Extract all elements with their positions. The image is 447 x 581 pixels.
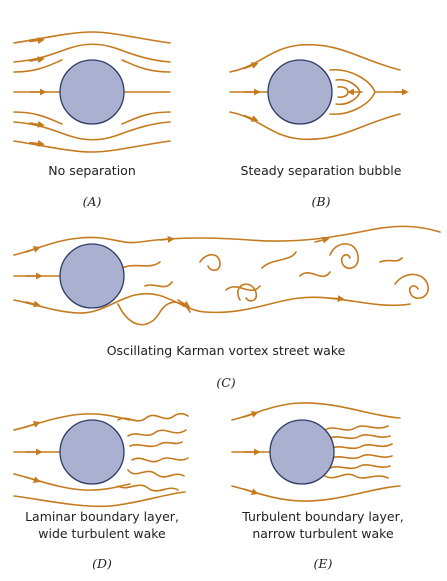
streamline [13,225,441,256]
vortex-swirl [394,273,429,299]
separation-bubble [329,69,376,115]
cylinder [59,419,125,485]
panel-d-caption-line2: wide turbulent wake [38,526,166,541]
turbulent-wake [117,484,179,492]
panel-b-caption: Steady separation bubble [241,163,402,178]
vortex-swirl [237,283,258,302]
cylinder [267,59,333,125]
turbulent-wake [127,429,187,437]
turbulent-wake [324,473,389,479]
separation-bubble [337,86,349,98]
panel-e-label: (E) [314,556,333,571]
wake-filament [144,281,173,288]
turbulent-wake [329,464,391,470]
flow-arrow [314,236,330,244]
streamline [121,59,171,73]
cylinder [59,243,125,309]
turbulent-wake [131,457,189,463]
streamline [13,121,171,141]
panel-a: No separation (A) [13,31,171,209]
vortex-swirl [199,253,221,272]
panel-d: Laminar boundary layer, wide turbulent w… [13,412,189,571]
streamline [231,485,401,502]
panel-c-caption: Oscillating Karman vortex street wake [107,343,346,358]
turbulent-wake [129,441,183,448]
flow-arrow [177,299,191,308]
flow-arrow [243,62,259,70]
flow-arrow [25,300,41,308]
panel-e: Turbulent boundary layer, narrow turbule… [231,402,404,571]
flow-arrow [29,56,45,64]
wake-filament [299,271,331,278]
panel-c-label: (C) [216,375,235,390]
flow-arrow [29,120,45,128]
flow-arrow [29,140,45,147]
turbulent-wake [324,425,389,431]
turbulent-wake [331,454,393,460]
flow-arrow [243,114,259,122]
wake-filament [261,251,297,269]
panel-d-label: (D) [92,556,112,571]
flow-arrow [29,37,45,44]
flow-arrow [243,488,259,495]
turbulent-wake [329,434,391,440]
streamline [13,111,63,125]
flow-arrow [329,295,345,303]
vortex-swirl [329,243,359,269]
panel-d-caption-line1: Laminar boundary layer, [25,509,179,524]
panel-e-caption-line1: Turbulent boundary layer, [241,509,403,524]
flow-arrow [25,476,41,483]
flow-arrow [25,421,41,428]
panel-c: Oscillating Karman vortex street wake (C… [13,225,441,390]
streamline [13,491,186,508]
wake-filament [117,301,191,326]
panel-b-label: (B) [312,194,331,209]
wake-filament [121,261,161,269]
panel-e-caption-line2: narrow turbulent wake [252,526,394,541]
turbulent-wake [127,469,185,478]
streamline [13,43,171,63]
flow-arrow [25,246,41,253]
wake-filament [225,285,261,292]
streamline [121,111,171,125]
streamline [13,59,63,73]
panel-a-caption: No separation [48,163,136,178]
flow-arrow [243,411,259,418]
turbulent-wake [331,443,393,450]
panel-a-label: (A) [83,194,102,209]
streamline [231,402,401,421]
panel-b: Steady separation bubble (B) [229,43,409,209]
cylinder [269,419,335,485]
turbulent-wake [117,412,189,422]
flow-arrow [159,235,175,243]
wake-filament [379,257,403,263]
cylinder [59,59,125,125]
